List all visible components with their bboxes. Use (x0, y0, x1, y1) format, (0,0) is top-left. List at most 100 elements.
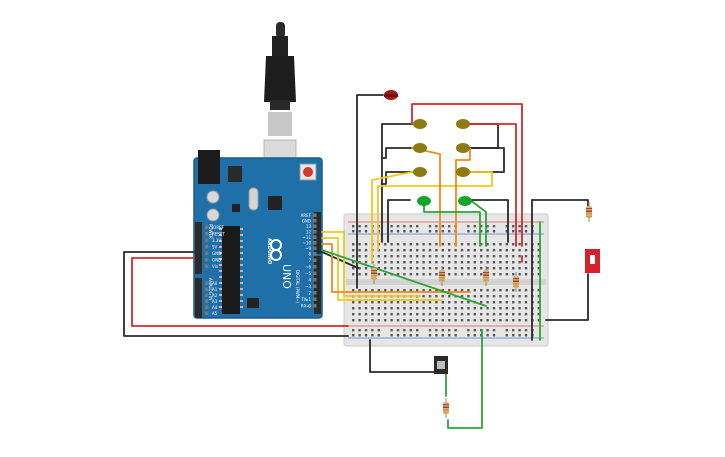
breadboard-hole[interactable] (409, 313, 412, 316)
rail-hole[interactable] (377, 329, 380, 332)
breadboard-hole[interactable] (364, 261, 368, 264)
breadboard-hole[interactable] (416, 261, 419, 264)
breadboard-hole[interactable] (377, 301, 380, 304)
breadboard-hole[interactable] (352, 273, 355, 276)
breadboard-hole[interactable] (422, 243, 425, 246)
breadboard-hole[interactable] (371, 307, 374, 310)
breadboard-hole[interactable] (537, 267, 540, 270)
reset-button-icon[interactable] (299, 163, 317, 181)
breadboard-hole[interactable] (364, 301, 368, 304)
breadboard-hole[interactable] (358, 243, 361, 246)
breadboard-hole[interactable] (505, 307, 508, 310)
breadboard-hole[interactable] (384, 273, 387, 276)
rail-hole[interactable] (390, 225, 393, 228)
header-pin[interactable] (313, 291, 317, 295)
breadboard-hole[interactable] (460, 295, 464, 298)
breadboard-hole[interactable] (524, 319, 528, 322)
breadboard-hole[interactable] (499, 289, 502, 292)
breadboard-hole[interactable] (390, 255, 393, 258)
breadboard-hole[interactable] (384, 255, 387, 258)
led-yellow[interactable] (456, 119, 470, 129)
rail-hole[interactable] (416, 230, 419, 233)
rail-hole[interactable] (396, 334, 400, 337)
breadboard-hole[interactable] (537, 261, 540, 264)
header-pin[interactable] (313, 213, 317, 218)
breadboard-hole[interactable] (512, 289, 515, 292)
breadboard-hole[interactable] (512, 313, 515, 316)
breadboard-hole[interactable] (422, 319, 425, 322)
breadboard-hole[interactable] (384, 319, 387, 322)
rail-hole[interactable] (409, 329, 412, 332)
wire-black[interactable] (381, 147, 413, 159)
breadboard-hole[interactable] (364, 307, 368, 310)
breadboard-hole[interactable] (403, 273, 406, 276)
breadboard-hole[interactable] (441, 267, 444, 270)
breadboard-hole[interactable] (486, 301, 489, 304)
rail-hole[interactable] (377, 334, 380, 337)
wire-green[interactable] (447, 329, 483, 429)
breadboard-hole[interactable] (499, 267, 502, 270)
led-red[interactable] (384, 90, 398, 100)
breadboard-hole[interactable] (473, 295, 476, 298)
breadboard-hole[interactable] (480, 313, 483, 316)
breadboard-hole[interactable] (537, 255, 540, 258)
wire-black[interactable] (469, 199, 509, 243)
breadboard-hole[interactable] (422, 313, 425, 316)
breadboard-hole[interactable] (499, 249, 502, 252)
breadboard-hole[interactable] (486, 249, 489, 252)
breadboard-hole[interactable] (352, 255, 355, 258)
breadboard-hole[interactable] (460, 301, 464, 304)
breadboard-hole[interactable] (473, 243, 476, 246)
breadboard-hole[interactable] (364, 273, 368, 276)
breadboard-hole[interactable] (460, 307, 464, 310)
breadboard-hole[interactable] (422, 295, 425, 298)
breadboard-hole[interactable] (416, 243, 419, 246)
breadboard-hole[interactable] (524, 307, 528, 310)
breadboard-hole[interactable] (518, 301, 521, 304)
breadboard-hole[interactable] (518, 249, 521, 252)
breadboard-hole[interactable] (422, 301, 425, 304)
header-pin[interactable] (313, 304, 317, 308)
breadboard-hole[interactable] (499, 243, 502, 246)
rail-hole[interactable] (435, 230, 438, 233)
breadboard-hole[interactable] (492, 301, 496, 304)
breadboard-hole[interactable] (518, 313, 521, 316)
rail-hole[interactable] (492, 329, 496, 332)
breadboard-hole[interactable] (409, 243, 412, 246)
wire-black[interactable] (469, 123, 499, 149)
rail-hole[interactable] (518, 329, 521, 332)
resistor[interactable] (439, 266, 445, 286)
breadboard-hole[interactable] (435, 319, 438, 322)
rail-hole[interactable] (480, 225, 483, 228)
breadboard-hole[interactable] (428, 301, 432, 304)
breadboard-hole[interactable] (454, 273, 457, 276)
header-pin[interactable] (313, 265, 317, 269)
led-yellow[interactable] (413, 143, 427, 153)
breadboard-hole[interactable] (524, 295, 528, 298)
header-pin[interactable] (205, 287, 209, 292)
breadboard-hole[interactable] (524, 273, 528, 276)
breadboard-hole[interactable] (390, 313, 393, 316)
breadboard-hole[interactable] (396, 261, 400, 264)
rail-hole[interactable] (441, 329, 444, 332)
rail-hole[interactable] (435, 329, 438, 332)
breadboard-hole[interactable] (480, 319, 483, 322)
breadboard-hole[interactable] (409, 267, 412, 270)
breadboard-hole[interactable] (518, 319, 521, 322)
breadboard-hole[interactable] (518, 295, 521, 298)
breadboard-hole[interactable] (422, 289, 425, 292)
header-pin[interactable] (205, 245, 209, 249)
breadboard-hole[interactable] (524, 313, 528, 316)
breadboard-hole[interactable] (396, 249, 400, 252)
breadboard-hole[interactable] (467, 267, 470, 270)
slide-switch-icon[interactable] (585, 249, 600, 273)
breadboard-hole[interactable] (480, 255, 483, 258)
breadboard-hole[interactable] (428, 307, 432, 310)
breadboard-hole[interactable] (505, 249, 508, 252)
header-pin[interactable] (313, 258, 317, 263)
breadboard-hole[interactable] (454, 307, 457, 310)
breadboard-hole[interactable] (448, 249, 451, 252)
rail-hole[interactable] (358, 230, 361, 233)
rail-hole[interactable] (409, 334, 412, 337)
breadboard-hole[interactable] (371, 289, 374, 292)
